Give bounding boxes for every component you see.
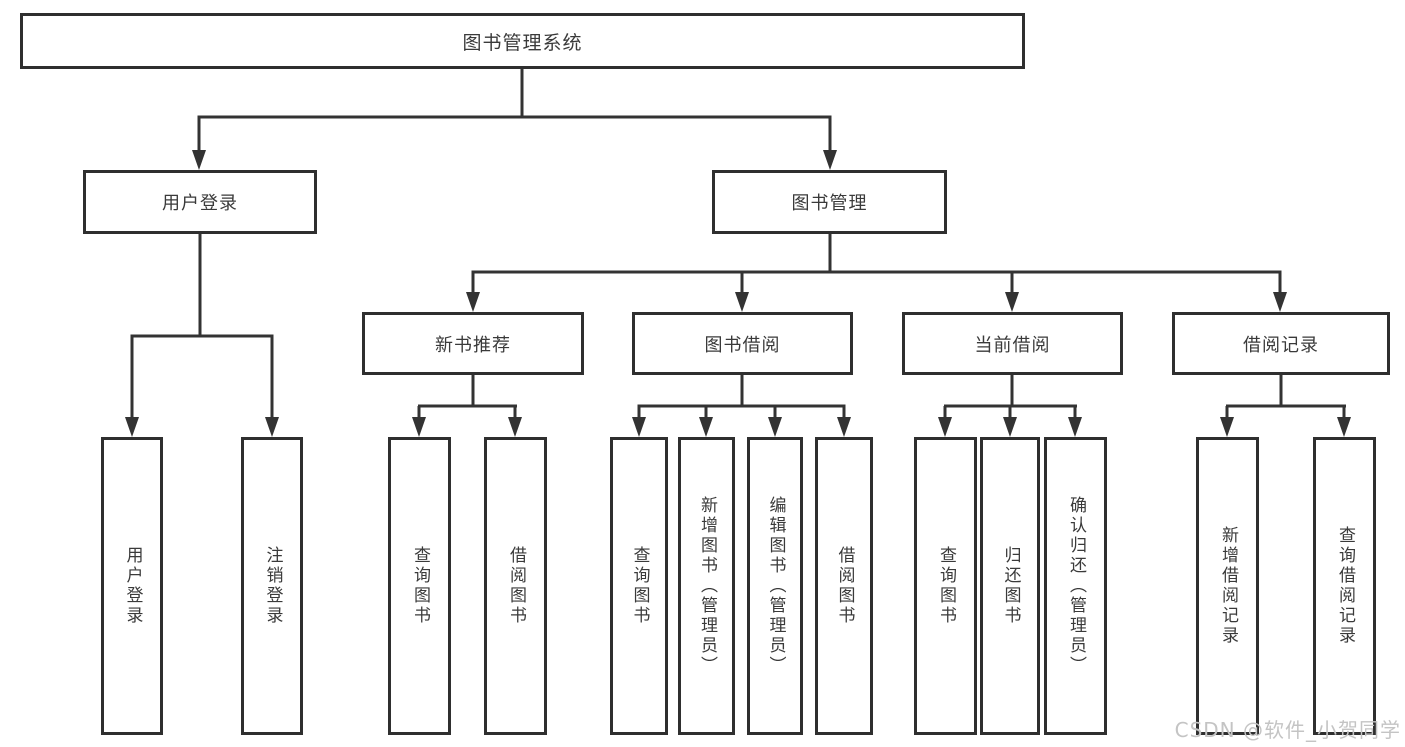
leaf-borrow-query-books: 查询图书 bbox=[610, 437, 668, 735]
leaf-records-query-borrow-record: 查询借阅记录 bbox=[1313, 437, 1376, 735]
leaf-current-query-books: 查询图书 bbox=[914, 437, 977, 735]
node-label: 新增图书（管理员） bbox=[697, 496, 717, 676]
node-label: 新增借阅记录 bbox=[1218, 526, 1238, 646]
leaf-current-confirm-return-admin: 确认归还（管理员） bbox=[1044, 437, 1107, 735]
leaf-borrow-borrow-books: 借阅图书 bbox=[815, 437, 873, 735]
leaf-logout: 注销登录 bbox=[241, 437, 303, 735]
node-label: 借阅记录 bbox=[1243, 334, 1319, 356]
csdn-watermark: CSDN @软件_小贺同学 bbox=[1174, 718, 1401, 742]
node-label: 用户登录 bbox=[162, 193, 238, 214]
node-label: 归还图书 bbox=[1000, 546, 1021, 626]
leaf-records-add-borrow-record: 新增借阅记录 bbox=[1196, 437, 1259, 735]
connector-current-to-leaves bbox=[938, 374, 1082, 437]
node-label: 查询图书 bbox=[629, 546, 650, 626]
node-label: 编辑图书（管理员） bbox=[765, 496, 786, 676]
node-label: 当前借阅 bbox=[974, 334, 1051, 356]
leaf-current-return-books: 归还图书 bbox=[980, 437, 1040, 735]
node-label: 查询借阅记录 bbox=[1335, 526, 1355, 646]
connector-borrow-to-leaves bbox=[632, 374, 851, 437]
node-label: 确认归还（管理员） bbox=[1066, 496, 1086, 676]
node-label: 图书借阅 bbox=[704, 334, 781, 356]
node-label: 注销登录 bbox=[262, 546, 283, 626]
node-current-borrowing: 当前借阅 bbox=[902, 312, 1123, 375]
connector-root-to-level1 bbox=[192, 68, 837, 170]
connector-records-to-leaves bbox=[1220, 374, 1351, 437]
leaf-user-login: 用户登录 bbox=[101, 437, 163, 735]
node-label: 查询图书 bbox=[936, 546, 956, 626]
node-book-borrowing: 图书借阅 bbox=[632, 312, 853, 375]
leaf-recommend-query-books: 查询图书 bbox=[388, 437, 451, 735]
node-label: 借阅图书 bbox=[834, 546, 855, 626]
node-user-login: 用户登录 bbox=[83, 170, 317, 234]
leaf-borrow-add-books-admin: 新增图书（管理员） bbox=[678, 437, 735, 735]
node-borrowing-records: 借阅记录 bbox=[1172, 312, 1390, 375]
node-label: 图书管理系统 bbox=[462, 31, 583, 54]
node-label: 查询图书 bbox=[410, 546, 430, 626]
node-label: 新书推荐 bbox=[435, 334, 511, 356]
node-book-management: 图书管理 bbox=[712, 170, 947, 234]
node-new-book-recommendation: 新书推荐 bbox=[362, 312, 584, 375]
node-library-management-system: 图书管理系统 bbox=[20, 13, 1025, 69]
leaf-borrow-edit-books-admin: 编辑图书（管理员） bbox=[747, 437, 803, 735]
node-label: 用户登录 bbox=[122, 546, 143, 626]
leaf-recommend-borrow-books: 借阅图书 bbox=[484, 437, 547, 735]
connector-recommend-to-leaves bbox=[412, 374, 522, 437]
node-label: 图书管理 bbox=[791, 193, 868, 214]
node-label: 借阅图书 bbox=[506, 546, 526, 626]
connector-bookmgmt-to-level2 bbox=[466, 233, 1287, 312]
connector-userlogin-to-leaves bbox=[125, 233, 279, 437]
